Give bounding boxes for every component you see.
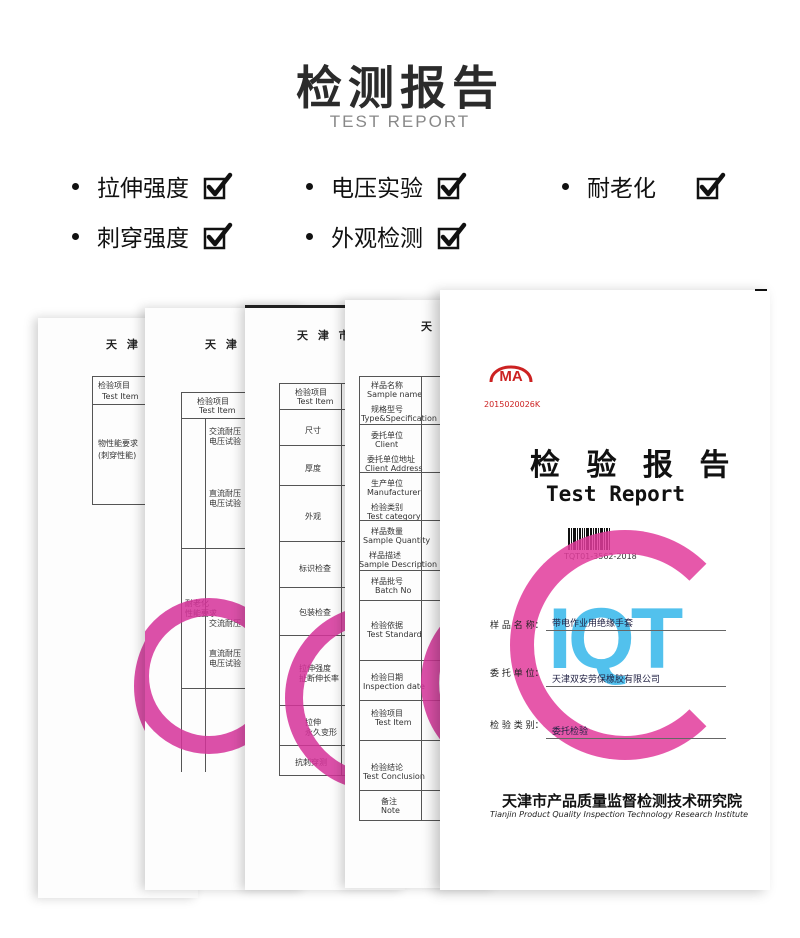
sheet-text: 检验项目	[197, 397, 229, 406]
check-item-label: 外观检测	[331, 226, 423, 252]
checkbox-checked-icon	[696, 172, 726, 200]
report-cover: MA 2015020026K 检 验 报 告 Test Report TQT01…	[440, 290, 770, 890]
sheet-text: 电压试验	[209, 437, 241, 446]
sheet-title: 天 津 市	[297, 329, 353, 342]
bullet-dot-icon	[72, 232, 79, 240]
cma-logo-icon: MA	[489, 365, 533, 384]
sheet-text: 直流耐压	[209, 489, 241, 498]
sheet-text: 备注	[381, 797, 397, 806]
bullet-dot-icon	[306, 232, 313, 240]
page-title: 检测报告	[296, 61, 504, 115]
sheet-text: Test Conclusion	[363, 772, 425, 781]
sheet-text: 交流耐压	[209, 427, 241, 436]
field-category-value: 委托检验	[552, 727, 589, 737]
checkbox-checked-icon	[203, 172, 233, 200]
check-item-label: 刺穿强度	[97, 226, 189, 252]
sheet-text: Manufacturer	[367, 488, 421, 497]
cma-code: 2015020026K	[484, 400, 541, 409]
institute-name-cn: 天津市产品质量监督检测技术研究院	[502, 792, 743, 810]
sheet-text: 样品描述	[369, 551, 401, 560]
sheet-text: 样品名称	[371, 381, 403, 390]
sheet-text: Type&Specification	[361, 414, 437, 423]
sheet-text: 规格型号	[371, 405, 403, 414]
checkbox-checked-icon	[437, 172, 467, 200]
sheet-text: Test Item	[375, 718, 412, 727]
check-item-aging: 耐老化	[562, 168, 726, 204]
field-client-value: 天津双安劳保橡胶有限公司	[552, 675, 661, 685]
bullet-dot-icon	[72, 182, 79, 190]
sheet-text: 检验项目	[371, 709, 403, 718]
sheet-text: Client	[375, 440, 399, 449]
sheet-text: 标识检查	[299, 564, 331, 573]
sheet-text: Batch No	[375, 586, 412, 595]
sheet-text: Test Item	[297, 397, 334, 406]
field-sample-label: 样 品 名 称：	[490, 621, 544, 631]
sheet-text: 检验依据	[371, 621, 403, 630]
page-subtitle: TEST REPORT	[329, 112, 471, 131]
report-title-en: Test Report	[546, 482, 686, 506]
sheet-text: 外观	[305, 512, 321, 521]
sheet-text: Sample Quantity	[363, 536, 431, 545]
sheet-text: 电压试验	[209, 499, 241, 508]
institute-name-en: Tianjin Product Quality Inspection Techn…	[490, 810, 749, 819]
bullet-dot-icon	[306, 182, 313, 190]
field-sample-value: 带电作业用绝缘手套	[552, 619, 634, 629]
report-title-cn: 检 验 报 告	[530, 448, 738, 483]
sheet-text: 检验日期	[371, 673, 403, 682]
sheet-text: 检验项目	[295, 388, 327, 397]
sheet-text: Sample Description	[359, 560, 438, 569]
check-item-voltage: 电压实验	[306, 168, 467, 204]
test-item-checklist: 拉伸强度 电压实验 耐老化 刺穿强度 外观检测	[0, 0, 800, 270]
sheet-text: 检验类别	[371, 503, 403, 512]
sheet-text: 检验项目	[98, 381, 130, 390]
sheet-text: Sample name	[367, 390, 423, 399]
checkbox-checked-icon	[437, 222, 467, 250]
field-category-label: 检 验 类 别：	[490, 721, 544, 731]
sheet-text: 委托单位地址	[367, 455, 415, 464]
check-item-puncture: 刺穿强度	[72, 218, 233, 254]
sheet-text: 样品数量	[371, 527, 403, 536]
sheet-text: Test category	[367, 512, 421, 521]
sheet-text: 物性能要求	[98, 439, 138, 448]
sheet-text: 样品批号	[371, 577, 403, 586]
sheet-text: Test Standard	[367, 630, 422, 639]
stamp-iqt-text: IQT	[548, 591, 683, 687]
sheet-text: Test Item	[102, 392, 139, 401]
bullet-dot-icon	[562, 182, 569, 190]
sheet-text: 包装检查	[299, 608, 331, 617]
sheet-text: Inspection date	[363, 682, 425, 691]
check-item-label: 耐老化	[587, 176, 656, 202]
sheet-text: 检验结论	[371, 763, 403, 772]
sheet-text: 生产单位	[371, 479, 403, 488]
sheet-text: Note	[381, 806, 400, 815]
corner-mark	[755, 289, 767, 291]
check-item-tensile: 拉伸强度	[72, 168, 233, 204]
checkbox-checked-icon	[203, 222, 233, 250]
check-item-appearance: 外观检测	[306, 218, 467, 254]
sheet-text: 厚度	[305, 464, 321, 473]
sheet-text: Test Item	[199, 406, 236, 415]
sheet-title: 天 津 市	[205, 338, 261, 351]
sheet-text: (刺穿性能)	[98, 451, 137, 460]
cma-logo-text: MA	[499, 368, 522, 384]
sheet-text: 委托单位	[371, 431, 403, 440]
check-item-label: 拉伸强度	[97, 176, 189, 202]
sheet-text: 尺寸	[305, 426, 321, 435]
check-item-label: 电压实验	[331, 176, 423, 202]
field-client-label: 委 托 单 位：	[490, 669, 544, 679]
sheet-text: Client Address	[365, 464, 423, 473]
